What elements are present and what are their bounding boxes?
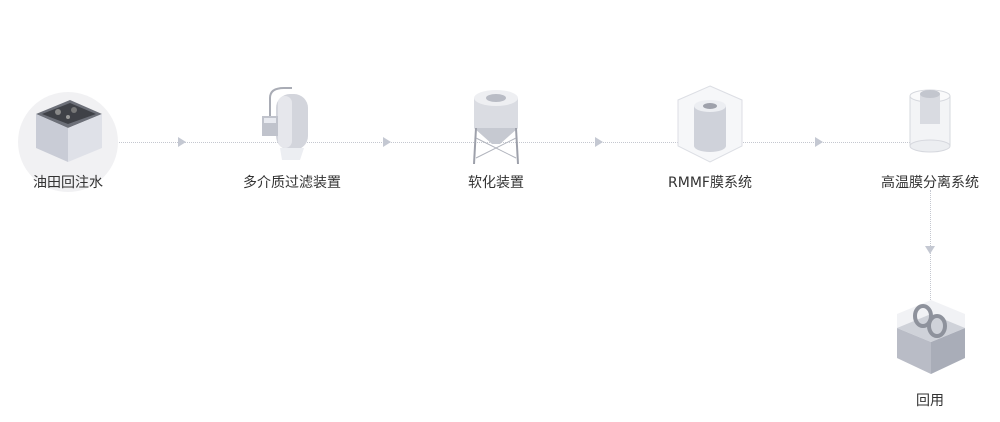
recycle-box-icon [897,300,965,374]
arrow-right-icon [178,137,186,147]
step-label: 油田回注水 [33,175,103,191]
step-label: 多介质过滤装置 [243,175,341,191]
step-oilfield-water [18,92,118,196]
step-reuse [895,298,967,382]
step-label: 高温膜分离系统 [881,175,979,191]
step-multimedia-filter [256,84,326,168]
step-label: 软化装置 [468,175,524,191]
arrow-right-icon [595,137,603,147]
step-label: 回用 [916,393,944,409]
step-softener [468,88,524,172]
membrane-cylinder-icon [909,89,951,153]
membrane-cube-icon [677,85,743,163]
connector-line [100,142,930,143]
step-rmmf-membrane [674,84,746,168]
arrow-right-icon [383,137,391,147]
step-label: RMMF膜系统 [668,175,752,191]
arrow-down-icon [925,246,935,254]
filter-tank-icon [262,87,308,160]
step-high-temp-membrane [906,86,954,160]
softener-icon [473,90,519,165]
arrow-right-icon [815,137,823,147]
water-tank-icon [18,92,118,192]
